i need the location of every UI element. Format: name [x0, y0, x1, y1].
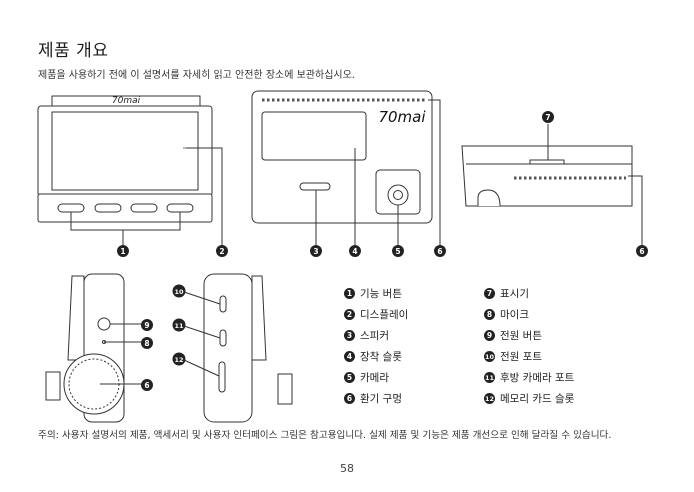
- left-side-figure: [46, 274, 142, 422]
- page-number: 58: [0, 462, 694, 475]
- callout-2: 2: [216, 245, 228, 257]
- svg-text:7: 7: [545, 113, 550, 122]
- callout-6-side: 6: [141, 379, 153, 391]
- disclaimer-note: 주의: 사용자 설명서의 제품, 액세서리 및 사용자 인터페이스 그림은 참고…: [38, 429, 658, 443]
- svg-text:4: 4: [352, 247, 357, 256]
- right-side-figure: [184, 274, 292, 422]
- callout-7: 7: [542, 111, 554, 123]
- svg-text:6: 6: [437, 247, 442, 256]
- front-brand-logo: 70mai: [112, 96, 141, 106]
- svg-text:10: 10: [174, 288, 184, 296]
- svg-text:11: 11: [174, 322, 184, 330]
- back-brand-logo: 70mai: [378, 108, 426, 126]
- svg-text:1: 1: [120, 247, 125, 256]
- callout-10: 10: [173, 285, 186, 298]
- callout-8: 8: [141, 337, 153, 349]
- svg-text:5: 5: [395, 247, 400, 256]
- callout-11: 11: [173, 319, 186, 332]
- front-view-figure: [38, 96, 222, 246]
- callout-6-back: 6: [434, 245, 446, 257]
- svg-text:6: 6: [639, 247, 644, 256]
- svg-text:6: 6: [144, 381, 149, 390]
- callout-9: 9: [141, 319, 153, 331]
- callout-5: 5: [392, 245, 404, 257]
- callout-3: 3: [310, 245, 322, 257]
- callout-6-top: 6: [636, 245, 648, 257]
- svg-text:3: 3: [313, 247, 318, 256]
- callout-1: 1: [117, 245, 129, 257]
- svg-text:12: 12: [174, 356, 183, 364]
- svg-text:2: 2: [219, 247, 224, 256]
- svg-text:8: 8: [144, 339, 149, 348]
- svg-text:9: 9: [144, 321, 149, 330]
- callout-12: 12: [173, 353, 186, 366]
- top-view-figure: [462, 124, 642, 246]
- callout-4: 4: [349, 245, 361, 257]
